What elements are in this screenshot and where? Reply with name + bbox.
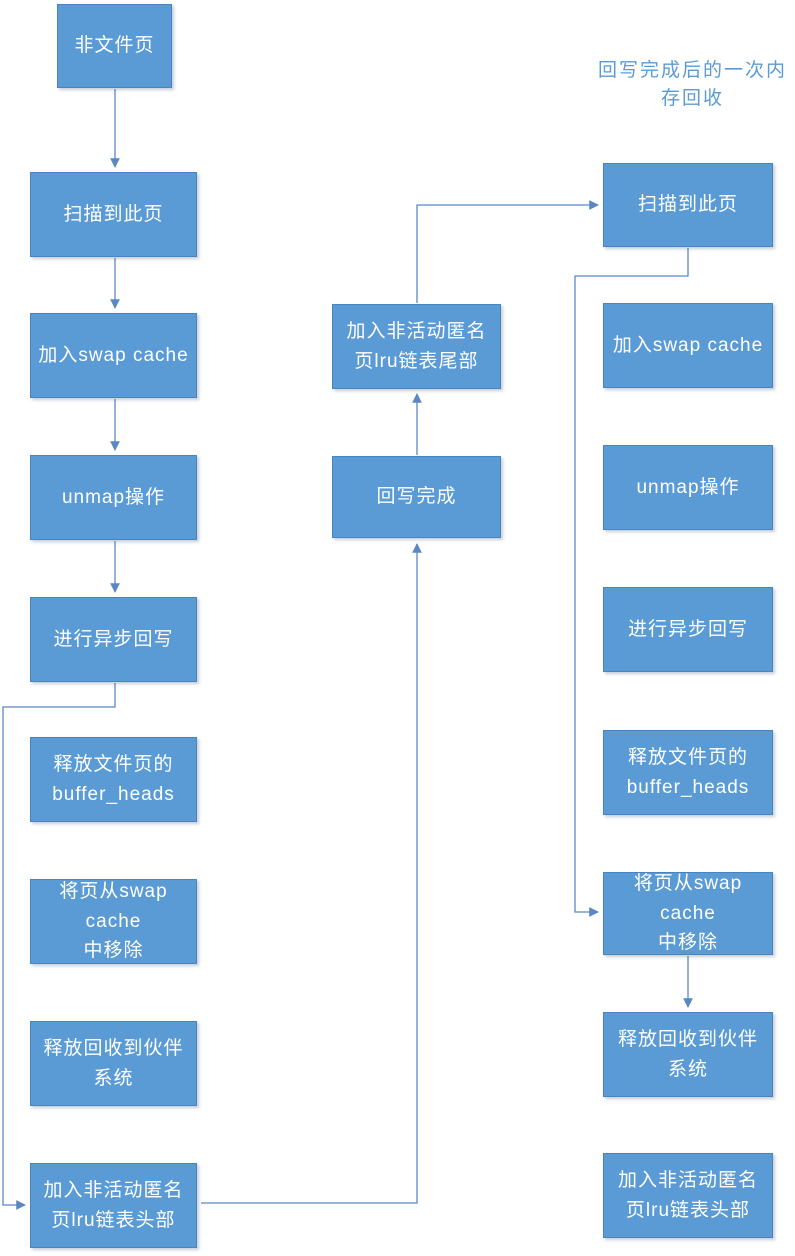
node-non-file-page: 非文件页 (57, 4, 172, 88)
node-release-buffer-heads-right: 释放文件页的 buffer_heads (603, 730, 773, 815)
annotation-second-reclaim-title: 回写完成后的一次内 存回收 (597, 60, 787, 109)
node-release-to-buddy-right: 释放回收到伙伴 系统 (603, 1012, 773, 1097)
node-add-inactive-anon-lru-head-left: 加入非活动匿名 页lru链表头部 (30, 1163, 197, 1248)
connector-lru-tail-to-scan2 (416, 200, 599, 303)
connector-lru-head-to-wb-done (201, 543, 422, 1204)
node-add-inactive-anon-lru-head-right: 加入非活动匿名 页lru链表头部 (603, 1153, 773, 1238)
node-release-buffer-heads-left: 释放文件页的 buffer_heads (30, 737, 197, 822)
node-remove-from-swap-cache-left: 将页从swap cache 中移除 (30, 879, 197, 964)
node-add-swap-cache-left: 加入swap cache (30, 313, 197, 398)
node-scan-page-left: 扫描到此页 (30, 172, 197, 257)
node-add-inactive-anon-lru-tail: 加入非活动匿名 页lru链表尾部 (332, 304, 501, 389)
node-writeback-done: 回写完成 (332, 456, 501, 538)
node-add-swap-cache-right: 加入swap cache (603, 303, 773, 388)
node-release-to-buddy-left: 释放回收到伙伴 系统 (30, 1021, 197, 1106)
node-remove-from-swap-cache-right: 将页从swap cache 中移除 (603, 872, 773, 955)
node-unmap-right: unmap操作 (603, 445, 773, 530)
node-async-writeback-left: 进行异步回写 (30, 597, 197, 682)
node-scan-page-right: 扫描到此页 (603, 163, 773, 247)
node-async-writeback-right: 进行异步回写 (603, 587, 773, 672)
node-unmap-left: unmap操作 (30, 455, 197, 540)
